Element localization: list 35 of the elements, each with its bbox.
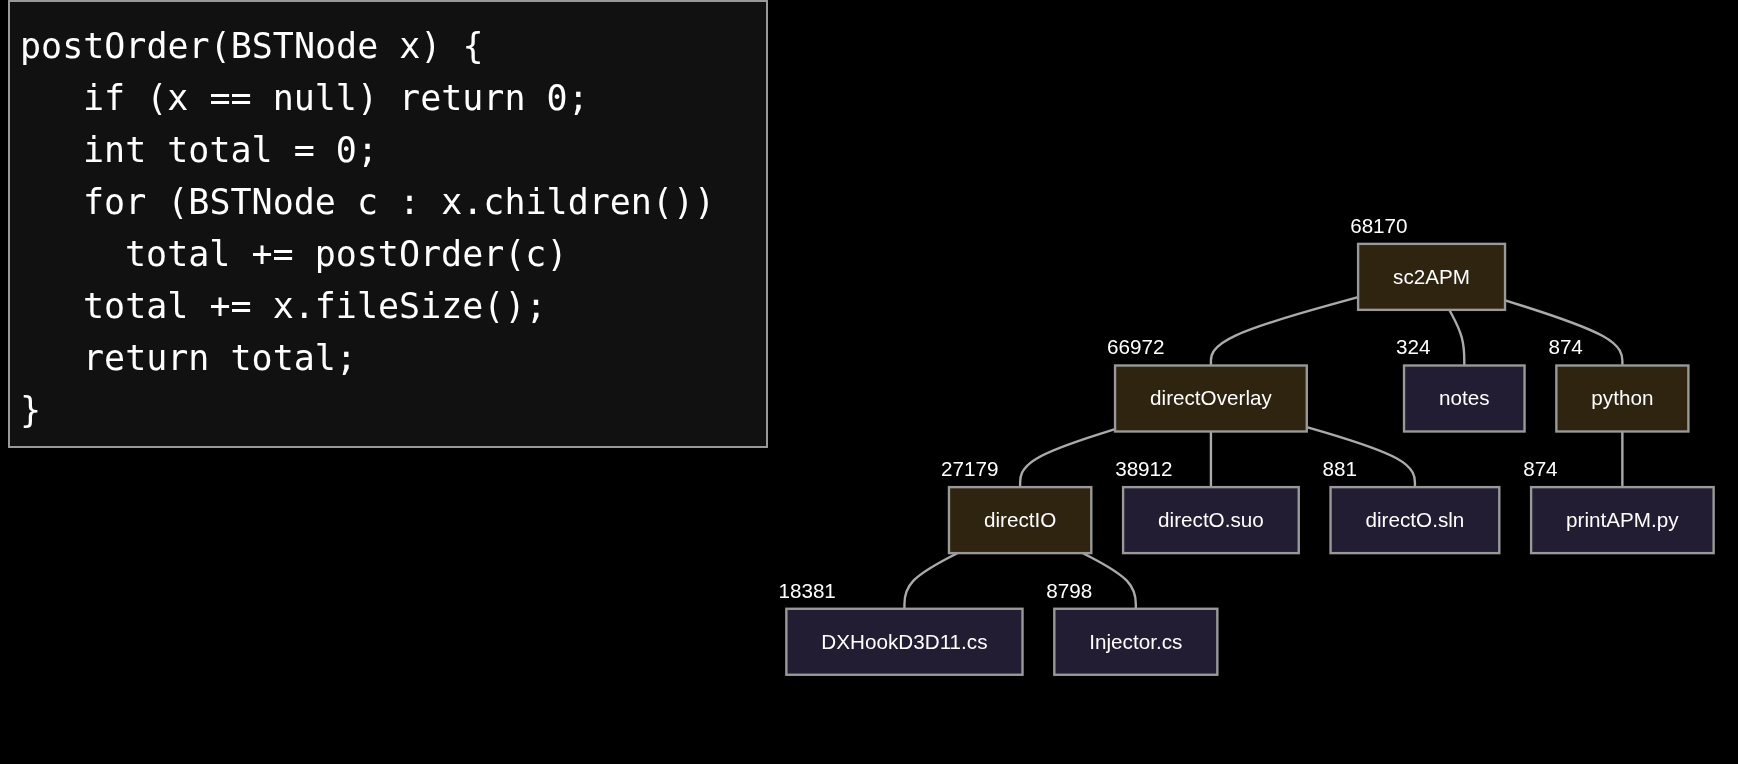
size-label: 66972 xyxy=(1107,335,1165,359)
code-line: postOrder(BSTNode x) { xyxy=(20,25,484,68)
code-line: total += x.fileSize(); xyxy=(82,285,547,328)
folder-box: sc2APM xyxy=(1356,242,1507,312)
connector-line xyxy=(1209,431,1213,488)
code-line: for (BSTNode c : x.children()) xyxy=(82,181,716,224)
size-label: 881 xyxy=(1322,457,1358,480)
file-box: printAPM.py xyxy=(1529,485,1715,555)
connector-line xyxy=(1018,427,1116,488)
connector-line xyxy=(1306,425,1417,488)
file-box: directO.sln xyxy=(1329,485,1501,555)
size-label: 874 xyxy=(1548,335,1583,359)
size-label: 68170 xyxy=(1350,213,1408,237)
size-label: 27179 xyxy=(941,457,999,480)
file-box: DXHookD3D11.cs xyxy=(785,607,1024,676)
size-label: 874 xyxy=(1523,457,1558,480)
size-label: 18381 xyxy=(780,578,836,602)
file-box: Injector.cs xyxy=(1053,607,1219,676)
code-line: return total; xyxy=(82,337,357,380)
connector-line xyxy=(1209,295,1359,366)
size-label: 8798 xyxy=(1046,578,1093,602)
connector-line xyxy=(903,552,958,609)
connector-line xyxy=(1621,431,1624,488)
folder-box: directIO xyxy=(947,485,1093,555)
file-box: notes xyxy=(1402,364,1526,433)
code-line: total += postOrder(c) xyxy=(124,233,568,276)
size-label: 38912 xyxy=(1115,457,1173,480)
size-label: 324 xyxy=(1396,335,1431,359)
folder-box: directOverlay xyxy=(1113,364,1308,433)
folder-box: python xyxy=(1555,364,1690,433)
code-line: } xyxy=(20,389,42,432)
code-line: int total = 0; xyxy=(82,129,378,172)
code-line: if (x == null) return 0; xyxy=(82,77,589,120)
file-box: directO.suo xyxy=(1121,485,1300,555)
connector-line xyxy=(1448,309,1466,366)
